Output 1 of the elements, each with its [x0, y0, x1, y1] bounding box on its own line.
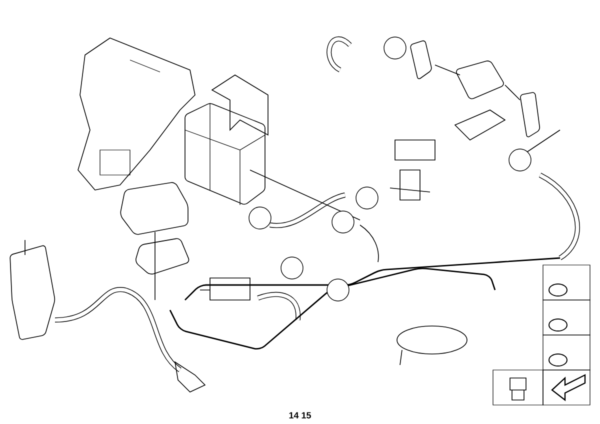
part-number: 14 15	[289, 412, 311, 418]
